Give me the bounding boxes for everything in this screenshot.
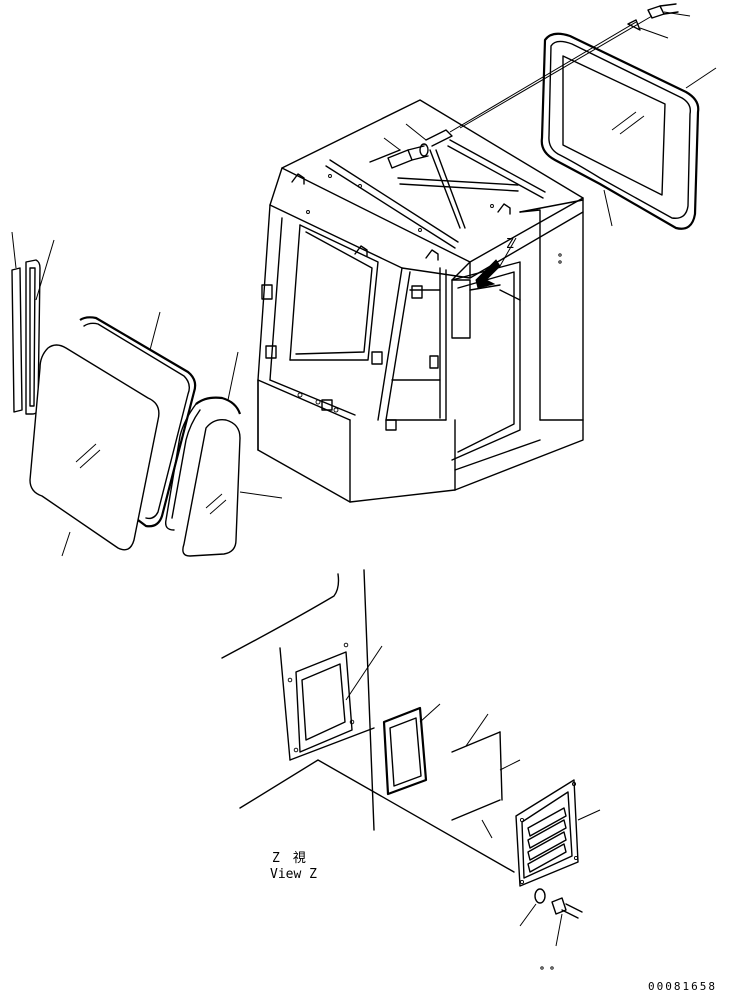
rear-window-assembly	[449, 3, 717, 230]
view-z-arrow: Z	[475, 237, 517, 289]
view-z-title-jp: Z 視	[272, 851, 306, 866]
drawing-code: 00081658	[648, 980, 717, 993]
z-marker-label: Z	[506, 237, 514, 252]
left-window-assembly	[11, 231, 283, 557]
cab-assembly	[257, 99, 584, 503]
cover-louvers	[527, 807, 567, 873]
view-z-title-en: View Z	[270, 867, 317, 882]
view-z-detail	[221, 569, 601, 970]
roof-bolt	[383, 123, 453, 169]
